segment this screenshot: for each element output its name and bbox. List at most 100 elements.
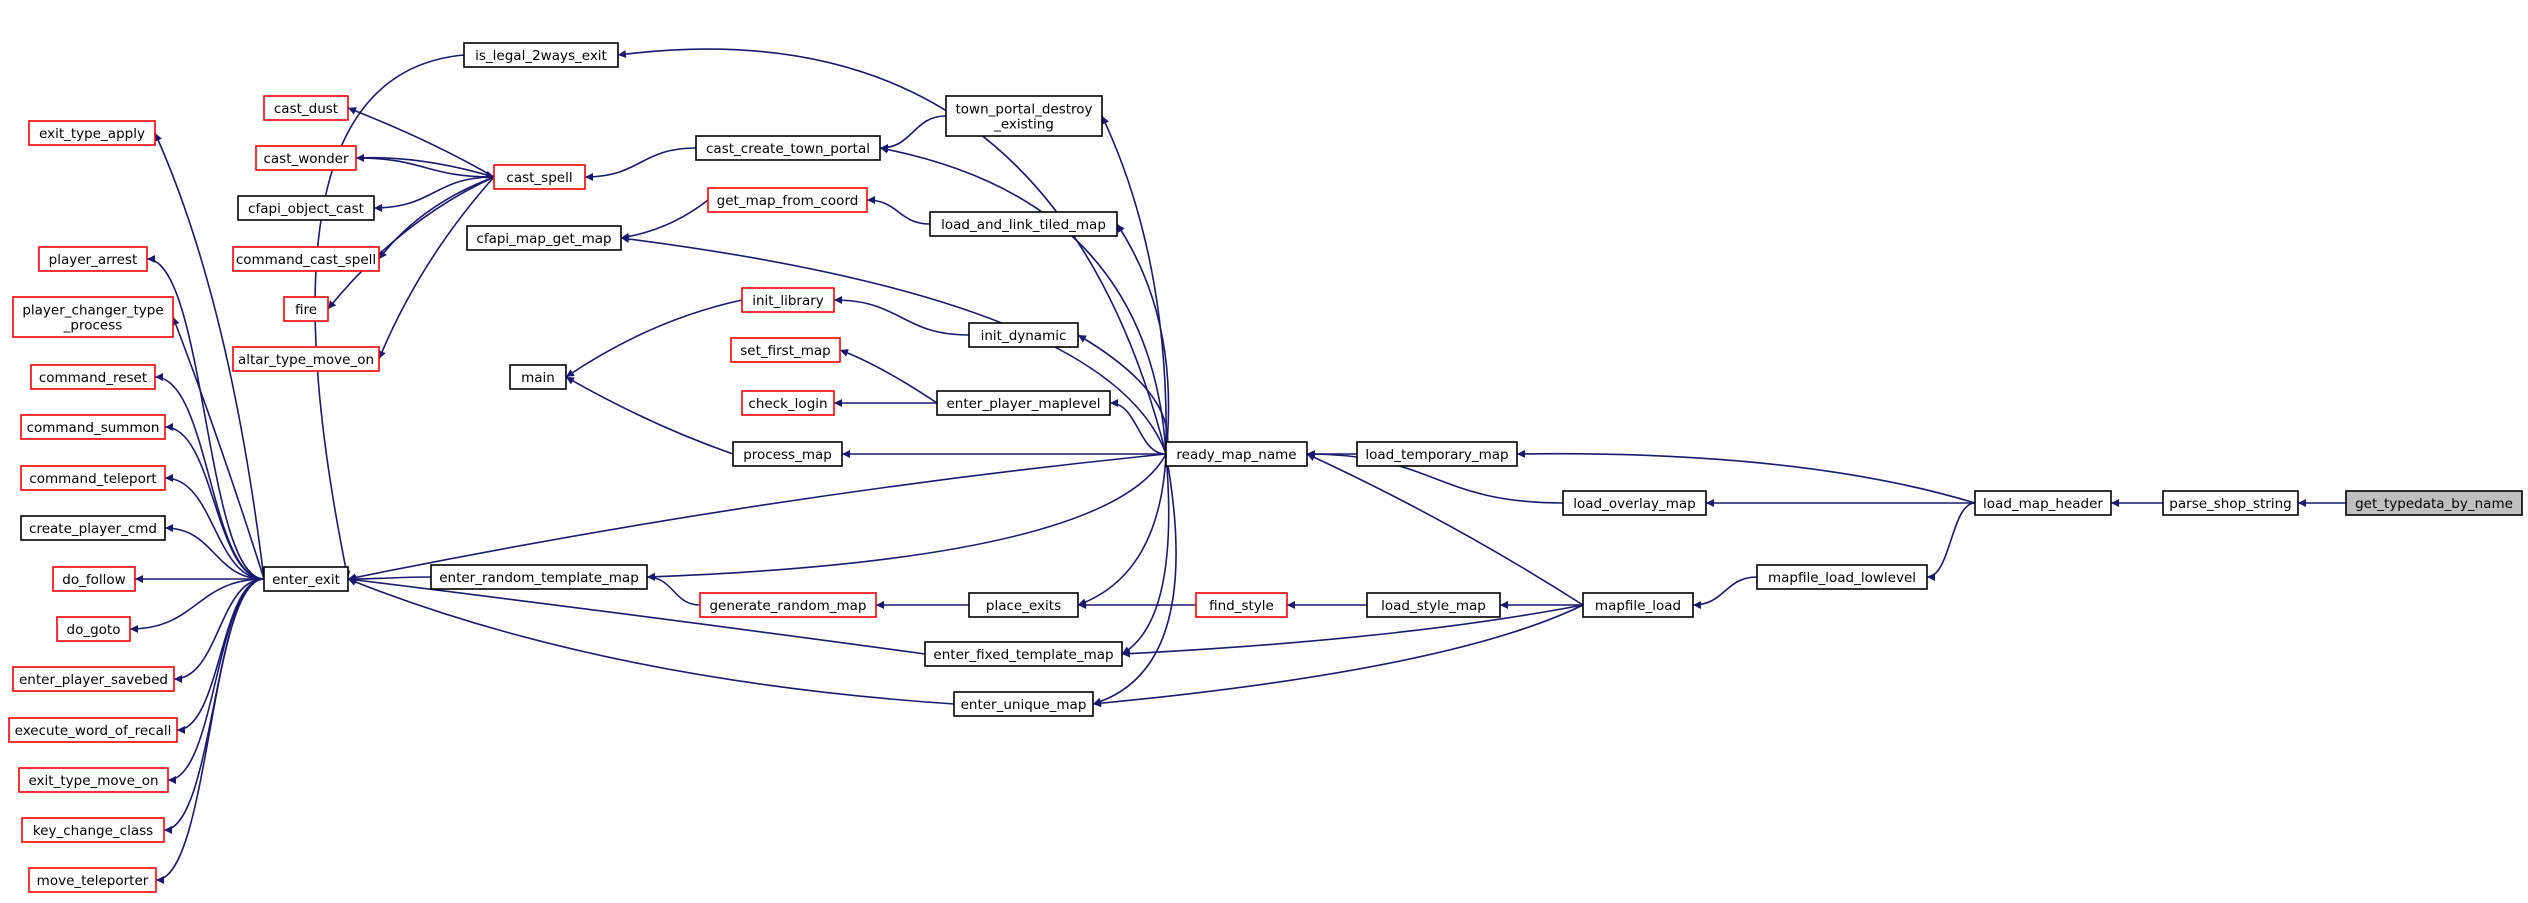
node-label: process_map (743, 447, 832, 463)
node-label: altar_type_move_on (238, 352, 374, 368)
node-process-map[interactable]: process_map (732, 441, 843, 467)
node-box (283, 296, 329, 322)
node-load-temporary-map[interactable]: load_temporary_map (1356, 441, 1518, 467)
node-is-legal-2ways-exit[interactable]: is_legal_2ways_exit (463, 42, 619, 68)
node-box (968, 592, 1079, 618)
node-load-map-header[interactable]: load_map_header (1974, 490, 2112, 516)
edge-create-player-cmd-to-enter-exit (164, 524, 265, 580)
node-exit-type-move-on[interactable]: exit_type_move_on (18, 767, 169, 793)
node-enter-player-savebed[interactable]: enter_player_savebed (12, 666, 175, 692)
edge-command-cast-spell-to-cast-spell (378, 176, 495, 260)
node-get-typedata-by-name[interactable]: get_typedata_by_name (2345, 490, 2523, 516)
node-box (699, 592, 877, 618)
node-cast-dust[interactable]: cast_dust (263, 95, 349, 121)
node-cast-wonder[interactable]: cast_wonder (255, 145, 357, 171)
edge-cast-create-town-portal-to-ready-map-name (879, 145, 1167, 455)
edge-move-teleporter-to-enter-exit (155, 578, 265, 884)
node-check-login[interactable]: check_login (741, 390, 835, 416)
node-do-follow[interactable]: do_follow (52, 566, 136, 592)
node-load-and-link-tiled-map[interactable]: load_and_link_tiled_map (929, 211, 1118, 237)
node-create-player-cmd[interactable]: create_player_cmd (20, 515, 166, 541)
edge-ready-map-name-to-mapfile-load (1306, 453, 1584, 606)
node-label: execute_word_of_recall (15, 723, 172, 739)
edge-command-teleport-to-enter-exit (164, 474, 265, 580)
node-box (237, 195, 375, 221)
node-command-summon[interactable]: command_summon (20, 414, 166, 440)
node-player-changer-type-process[interactable]: player_changer_type_process (12, 296, 174, 338)
edge-cfapi-object-cast-to-cast-spell (373, 176, 495, 212)
node-town-portal-destroy-existing[interactable]: town_portal_destroy_existing (945, 95, 1103, 137)
node-move-teleporter[interactable]: move_teleporter (28, 867, 157, 893)
node-find-style[interactable]: find_style (1195, 592, 1288, 618)
node-mapfile-load-lowlevel[interactable]: mapfile_load_lowlevel (1756, 564, 1928, 590)
node-label: player_changer_type (22, 303, 163, 319)
node-parse-shop-string[interactable]: parse_shop_string (2162, 490, 2299, 516)
node-command-teleport[interactable]: command_teleport (20, 465, 166, 491)
node-label: load_overlay_map (1573, 496, 1695, 512)
edge-enter-random-template-map-to-generate-random-map (646, 573, 701, 606)
node-box (12, 296, 174, 338)
node-player-arrest[interactable]: player_arrest (38, 246, 148, 272)
node-label: ready_map_name (1176, 447, 1296, 463)
node-generate-random-map[interactable]: generate_random_map (699, 592, 877, 618)
node-box (28, 120, 156, 146)
node-label: load_map_header (1983, 496, 2103, 512)
node-execute-word-of-recall[interactable]: execute_word_of_recall (8, 717, 178, 743)
node-enter-fixed-template-map[interactable]: enter_fixed_template_map (924, 641, 1123, 667)
node-load-style-map[interactable]: load_style_map (1366, 592, 1501, 618)
node-altar-type-move-on[interactable]: altar_type_move_on (232, 346, 380, 372)
node-cfapi-object-cast[interactable]: cfapi_object_cast (237, 195, 375, 221)
node-box (929, 211, 1118, 237)
node-cast-spell[interactable]: cast_spell (493, 164, 586, 190)
node-init-dynamic[interactable]: init_dynamic (968, 322, 1079, 348)
node-label: parse_shop_string (2169, 496, 2291, 512)
node-enter-player-maplevel[interactable]: enter_player_maplevel (936, 390, 1111, 416)
node-box (38, 246, 148, 272)
node-do-goto[interactable]: do_goto (56, 616, 131, 642)
node-label: enter_player_maplevel (946, 396, 1100, 412)
node-box (56, 616, 131, 642)
node-place-exits[interactable]: place_exits (968, 592, 1079, 618)
edge-init-library-to-init-dynamic (833, 296, 970, 336)
node-box (732, 441, 843, 467)
node-key-change-class[interactable]: key_change_class (21, 817, 165, 843)
edge-town-portal-destroy-existing-to-ready-map-name (1101, 115, 1168, 455)
node-enter-unique-map[interactable]: enter_unique_map (953, 691, 1094, 717)
node-box (968, 322, 1079, 348)
node-label: cast_spell (506, 170, 572, 186)
node-enter-random-template-map[interactable]: enter_random_template_map (430, 564, 648, 590)
node-label: get_map_from_coord (717, 193, 859, 209)
node-command-cast-spell[interactable]: command_cast_spell (232, 246, 380, 272)
node-set-first-map[interactable]: set_first_map (730, 337, 841, 363)
node-command-reset[interactable]: command_reset (30, 364, 156, 390)
node-exit-type-apply[interactable]: exit_type_apply (28, 120, 156, 146)
node-fire[interactable]: fire (283, 296, 329, 322)
node-init-library[interactable]: init_library (741, 287, 835, 313)
edge-cfapi-map-get-map-to-ready-map-name (620, 235, 1167, 455)
node-get-map-from-coord[interactable]: get_map_from_coord (707, 187, 868, 213)
node-load-overlay-map[interactable]: load_overlay_map (1562, 490, 1707, 516)
node-enter-exit[interactable]: enter_exit (263, 566, 349, 592)
edge-enter-unique-map-to-ready-map-name (1092, 453, 1177, 706)
edge-main-to-process-map (565, 376, 734, 455)
node-label: do_goto (67, 622, 121, 638)
node-ready-map-name[interactable]: ready_map_name (1165, 441, 1308, 467)
node-box (924, 641, 1123, 667)
node-label: init_library (752, 293, 824, 309)
edge-load-temporary-map-to-load-map-header (1516, 449, 1976, 504)
node-box (1756, 564, 1928, 590)
node-label: find_style (1209, 598, 1274, 614)
node-box (730, 337, 841, 363)
node-box (1582, 592, 1694, 618)
node-main[interactable]: main (509, 364, 567, 390)
edge-exit-type-move-on-to-enter-exit (167, 578, 265, 784)
node-box (8, 717, 178, 743)
node-mapfile-load[interactable]: mapfile_load (1582, 592, 1694, 618)
node-label: command_cast_spell (236, 252, 376, 268)
node-cast-create-town-portal[interactable]: cast_create_town_portal (695, 135, 881, 161)
edge-cast-wonder-to-cast-spell (355, 154, 495, 178)
node-cfapi-map-get-map[interactable]: cfapi_map_get_map (466, 225, 622, 251)
edge-main-to-init-library (565, 299, 743, 378)
node-label: command_teleport (29, 471, 156, 487)
